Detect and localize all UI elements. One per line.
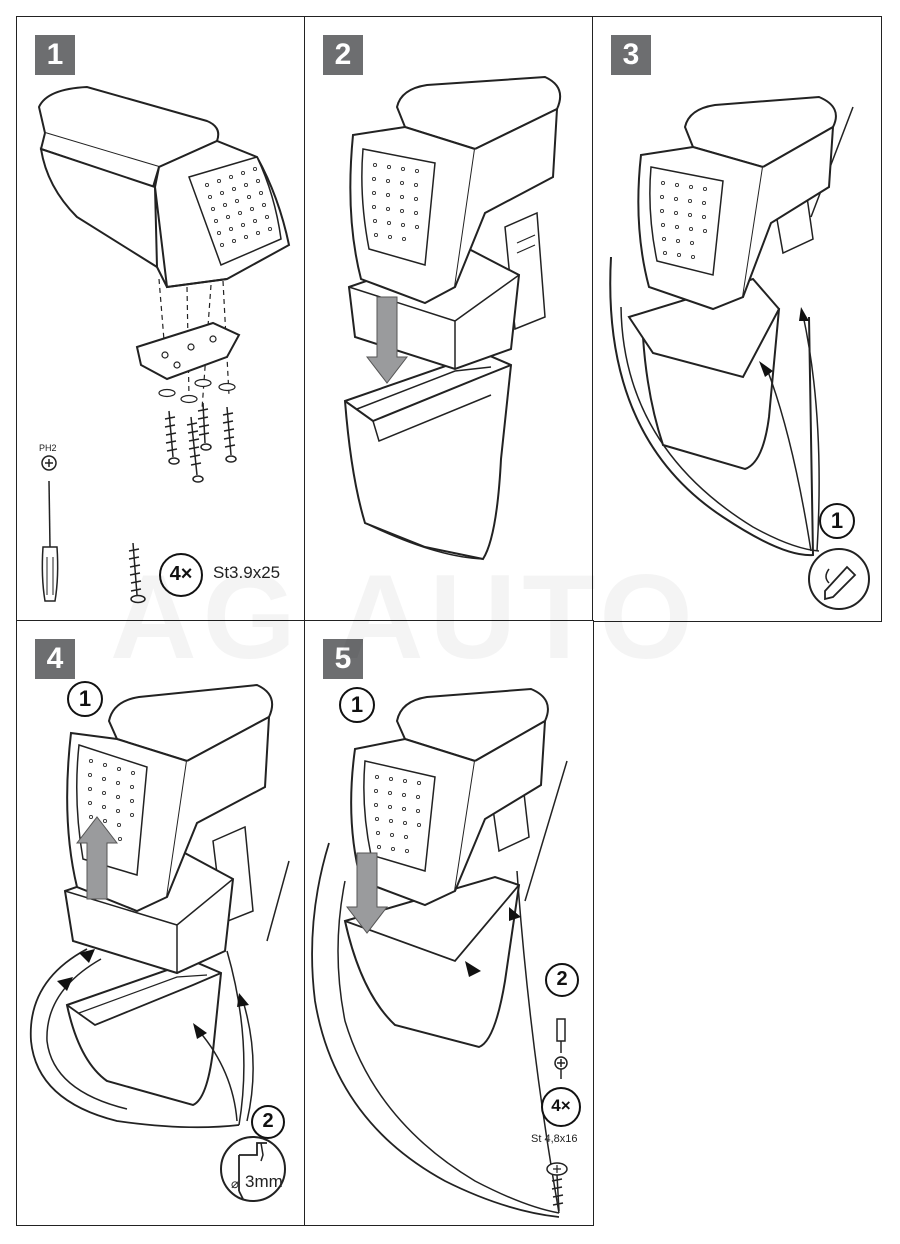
callout-2: 2 <box>251 1105 285 1139</box>
down-arrow-icon <box>365 296 409 384</box>
armrest-lifting-drilling-illustration <box>29 683 290 1202</box>
step-5-badge: 5 <box>323 639 363 679</box>
screwdriver-icon <box>41 480 59 602</box>
callout-1: 1 <box>67 681 103 717</box>
panel-step-3: 3 1 <box>592 16 882 622</box>
screwdriver-icon <box>554 1018 568 1079</box>
callout-1: 1 <box>819 503 855 539</box>
panel-step-4: 4 <box>16 620 306 1226</box>
perforation-pattern <box>371 162 420 242</box>
screw-count-badge: 4× <box>541 1087 581 1127</box>
drill-size-label: 3mm <box>245 1172 283 1191</box>
panel-step-2: 2 <box>304 16 594 622</box>
screw-spec-icon <box>546 1162 568 1212</box>
step-1-badge: 1 <box>35 35 75 75</box>
panel-step-5: 5 <box>304 620 594 1226</box>
armrest-underside-illustration <box>37 85 291 604</box>
drill-detail-icon <box>220 1136 286 1202</box>
callout-2: 2 <box>545 963 579 997</box>
perforation-pattern <box>373 774 422 854</box>
up-arrow-icon <box>75 816 119 900</box>
final-fastening-illustration <box>311 687 568 1218</box>
armrest-lowering-illustration <box>343 75 561 561</box>
perforation-pattern <box>659 180 708 260</box>
screw-spec-icon <box>128 542 146 604</box>
screw-spec-label: St 4,8x16 <box>531 1133 578 1145</box>
screw-count-badge: 4× <box>159 553 203 597</box>
perforation-pattern <box>204 166 273 248</box>
callout-1: 1 <box>339 687 375 723</box>
screw-spec-label: St3.9x25 <box>213 563 281 582</box>
drill-diameter-symbol: ⌀ <box>231 1176 239 1191</box>
console-fitting-illustration <box>609 95 870 610</box>
panel-step-1: 1 <box>16 16 306 622</box>
down-arrow-icon <box>345 852 389 934</box>
bit-size-label: PH2 <box>39 443 57 453</box>
step-4-badge: 4 <box>35 639 75 679</box>
step-2-badge: 2 <box>323 35 363 75</box>
step-3-badge: 3 <box>611 35 651 75</box>
